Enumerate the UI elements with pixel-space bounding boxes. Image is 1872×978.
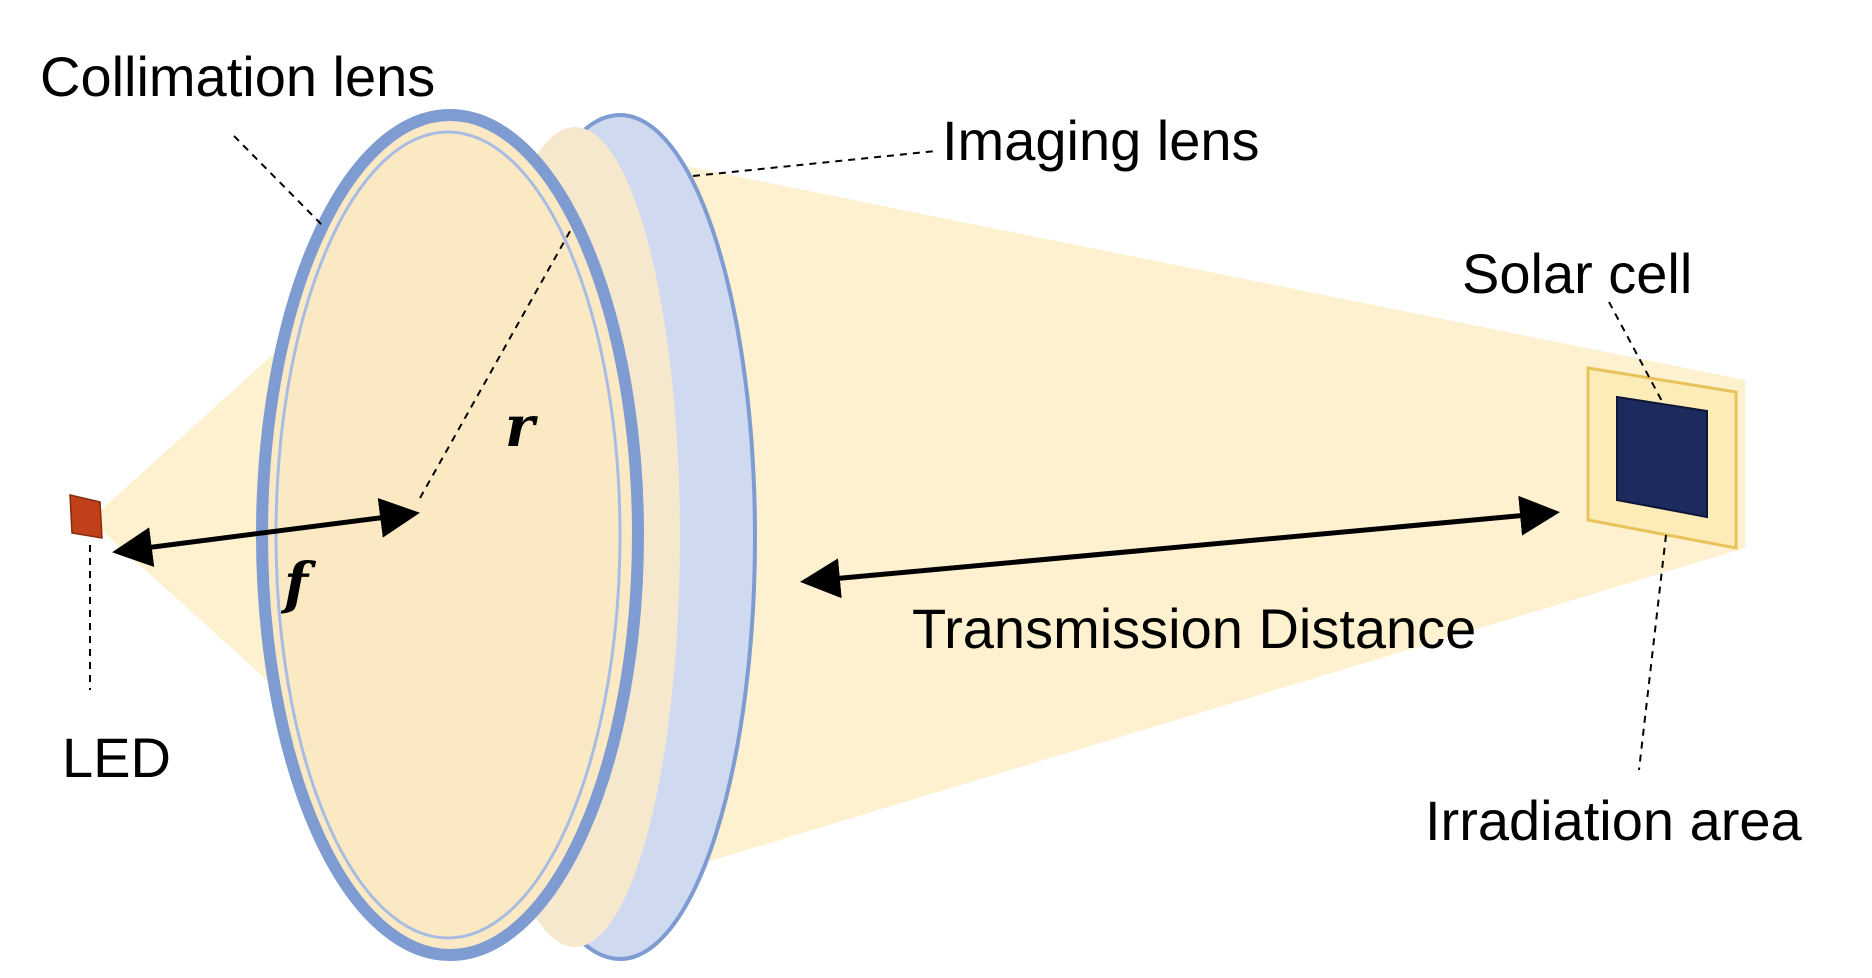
collimation-lens-label: Collimation lens bbox=[40, 45, 435, 108]
solar-cell-label: Solar cell bbox=[1462, 242, 1692, 305]
imaging-lens-label: Imaging lens bbox=[942, 109, 1260, 172]
solar-cell-leader bbox=[1608, 301, 1665, 406]
collimation-lens bbox=[256, 109, 644, 961]
radius-label: r bbox=[505, 394, 538, 460]
led-source bbox=[69, 494, 103, 539]
focal-length-arrow bbox=[112, 497, 420, 568]
imaging-lens-leader bbox=[692, 150, 937, 177]
collimation-lens-leader bbox=[233, 135, 323, 226]
transmission-distance-arrow bbox=[800, 495, 1560, 599]
radius-line bbox=[419, 225, 574, 499]
led-label: LED bbox=[62, 726, 171, 789]
transmission-distance-label: Transmission Distance bbox=[912, 597, 1476, 660]
irradiation-area-leader bbox=[1638, 534, 1667, 771]
solar-cell bbox=[1616, 395, 1708, 519]
irradiation-area-label: Irradiation area bbox=[1425, 789, 1803, 852]
